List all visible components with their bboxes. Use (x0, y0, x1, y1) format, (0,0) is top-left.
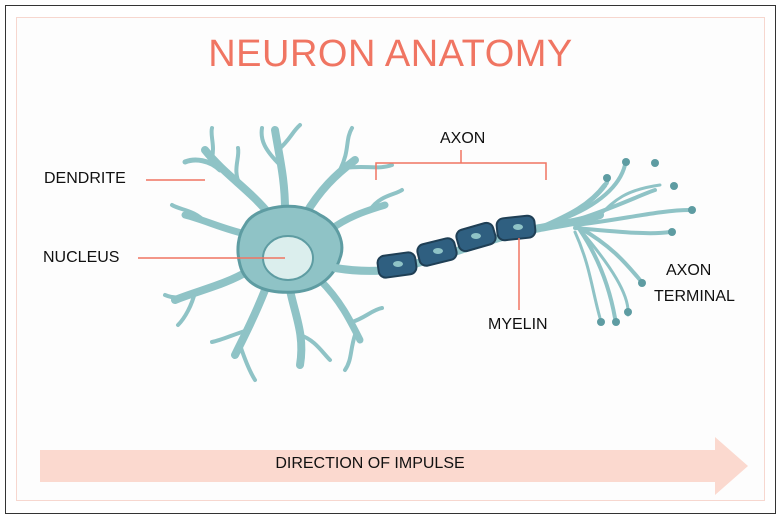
axon-bracket (376, 163, 546, 180)
nucleus-label: NUCLEUS (43, 249, 119, 267)
axon-terminal-label-line2: TERMINAL (654, 288, 735, 306)
myelin-sheaths (377, 215, 536, 278)
axon-label: AXON (440, 130, 485, 148)
impulse-direction-label: DIRECTION OF IMPULSE (40, 455, 700, 473)
dendrite-label: DENDRITE (44, 170, 126, 188)
page-title: NEURON ANATOMY (0, 33, 781, 76)
myelin-label: MYELIN (488, 316, 548, 334)
axon-terminal-label-line1: AXON (666, 262, 711, 280)
